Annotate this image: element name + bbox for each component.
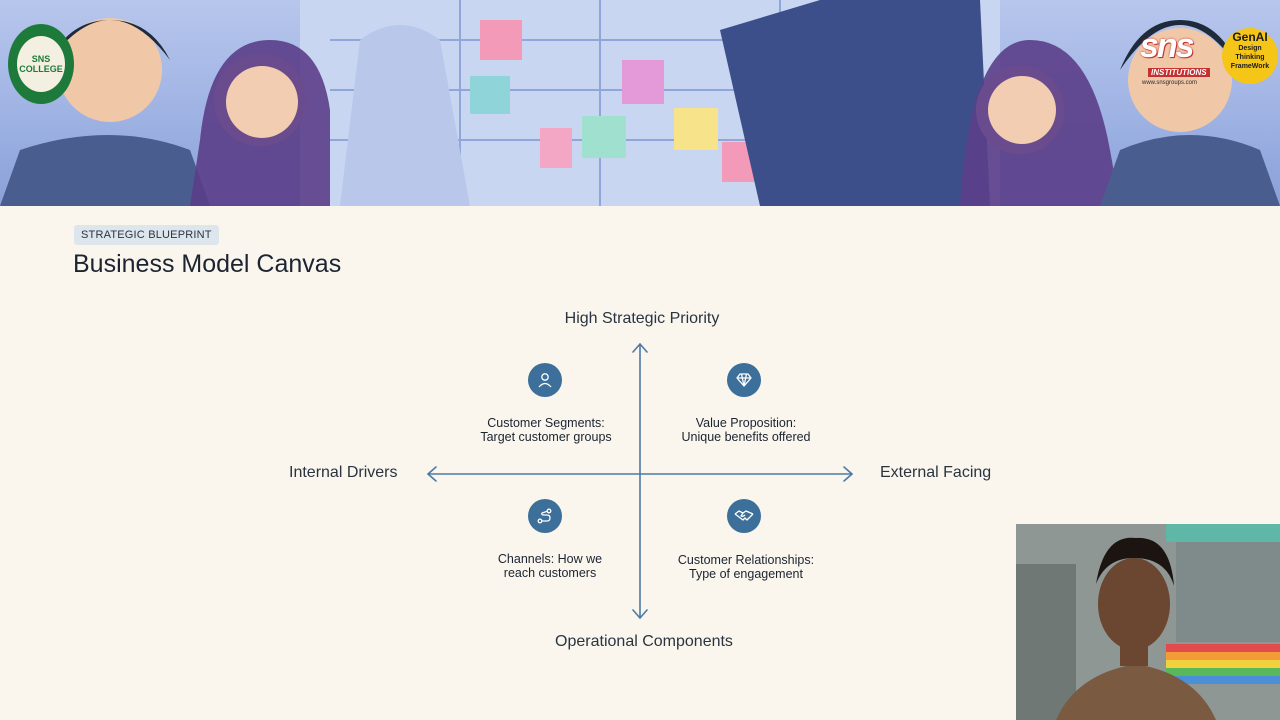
quadrant-channels: Channels: How we reach customers bbox=[450, 552, 650, 580]
sns-institutions-logo: sns INSTITUTIONS www.snsgroups.com bbox=[1140, 27, 1220, 86]
college-seal-logo: SNS COLLEGE bbox=[8, 24, 74, 104]
quadrant-line2: Unique benefits offered bbox=[681, 430, 811, 444]
sns-logo-text: sns bbox=[1140, 27, 1195, 65]
sns-logo-url: www.snsgroups.com bbox=[1142, 80, 1198, 86]
user-icon bbox=[528, 363, 562, 397]
quadrant-line2: Target customer groups bbox=[480, 430, 612, 444]
quadrant-line1: Customer Relationships: bbox=[677, 553, 815, 567]
header-banner-illustration: SNS COLLEGE sns INSTITUTIONS www.snsgrou… bbox=[0, 0, 1280, 206]
genai-line2: Design bbox=[1238, 45, 1262, 52]
route-icon bbox=[528, 499, 562, 533]
axis-label-bottom: Operational Components bbox=[555, 633, 733, 650]
vertical-axis-arrow-top bbox=[632, 343, 648, 353]
section-tag: STRATEGIC BLUEPRINT bbox=[74, 225, 219, 245]
axis-label-right: External Facing bbox=[880, 464, 992, 481]
quadrant-customer-relationships: Customer Relationships: Type of engageme… bbox=[646, 553, 846, 581]
horizontal-axis-arrow-left bbox=[427, 466, 437, 482]
webcam-frame bbox=[1016, 524, 1280, 720]
quadrant-line1: Value Proposition: bbox=[695, 416, 797, 430]
presenter-webcam-video bbox=[1016, 524, 1280, 720]
genai-framework-logo: GenAI Design Thinking FrameWork bbox=[1222, 28, 1278, 84]
genai-line3: Thinking bbox=[1235, 54, 1265, 61]
vertical-axis-arrow-bottom bbox=[632, 609, 648, 619]
college-seal-text: SNS COLLEGE bbox=[17, 36, 65, 92]
handshake-icon bbox=[727, 499, 761, 533]
banner-art bbox=[0, 0, 1280, 206]
quadrant-line1: Customer Segments: bbox=[487, 416, 605, 430]
quadrant-customer-segments: Customer Segments: Target customer group… bbox=[446, 416, 646, 444]
quadrant-line1: Channels: How we bbox=[497, 552, 603, 566]
slide-title: Business Model Canvas bbox=[73, 250, 342, 278]
horizontal-axis-arrow-right bbox=[843, 466, 853, 482]
axis-label-left: Internal Drivers bbox=[289, 464, 398, 481]
genai-line1: GenAI bbox=[1232, 30, 1268, 44]
genai-line4: FrameWork bbox=[1230, 63, 1270, 70]
quadrant-value-proposition: Value Proposition: Unique benefits offer… bbox=[646, 416, 846, 444]
axis-label-top: High Strategic Priority bbox=[564, 310, 720, 327]
quadrant-line2: Type of engagement bbox=[689, 567, 803, 581]
sns-logo-sub: INSTITUTIONS bbox=[1148, 68, 1210, 77]
quadrant-line2: reach customers bbox=[503, 566, 597, 580]
diamond-icon bbox=[727, 363, 761, 397]
